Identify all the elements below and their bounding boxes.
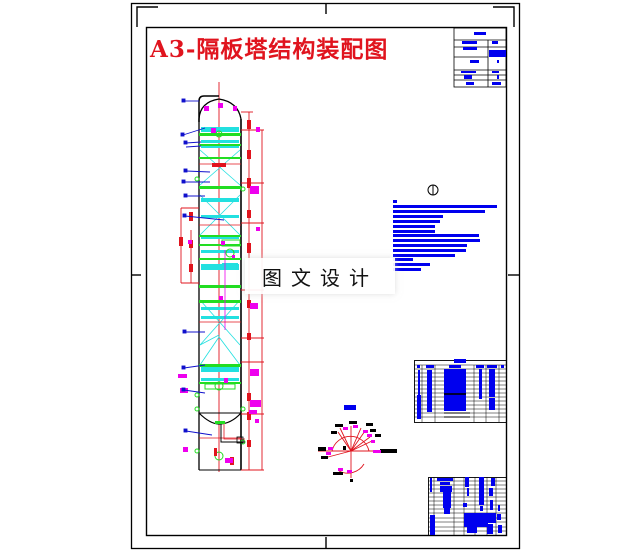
title-block-table (453, 27, 507, 88)
inner-frame (145, 26, 508, 537)
drawing-title: A3-隔板塔结构装配图 (150, 36, 389, 63)
nozzle-table (414, 359, 507, 423)
notes-block (393, 184, 497, 271)
nozzle-orientation-view (318, 405, 397, 482)
parts-list-table (428, 477, 507, 536)
column-vessel (178, 82, 264, 472)
watermark-label: 图文设计 (245, 258, 395, 294)
corner-marks (131, 3, 519, 548)
